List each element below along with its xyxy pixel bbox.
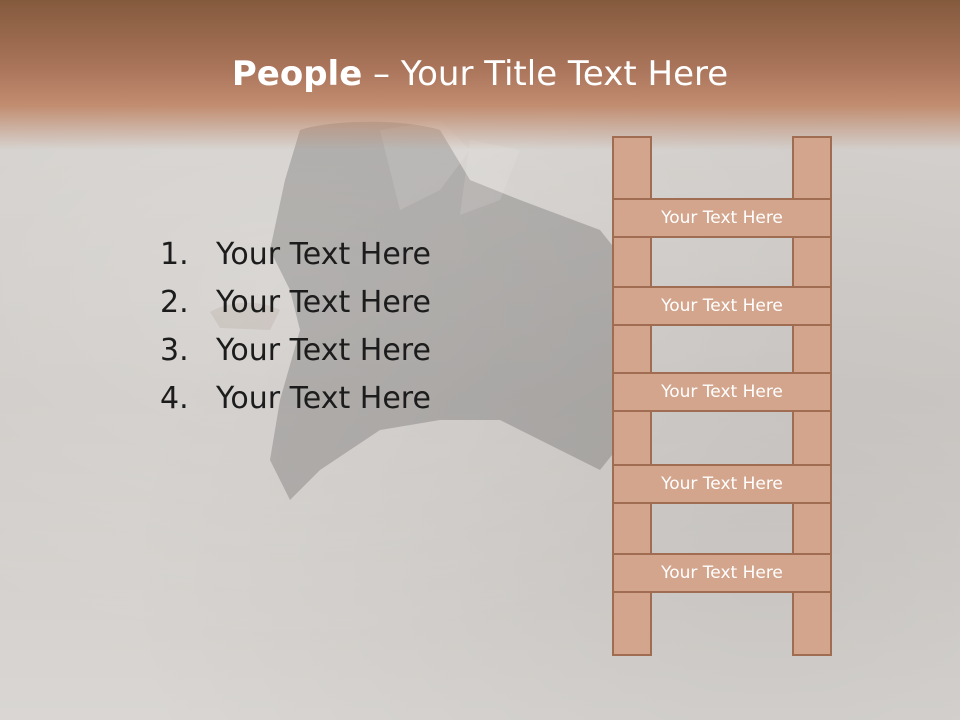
list-item-text: Your Text Here <box>216 285 431 320</box>
list-item: 4. Your Text Here <box>160 378 431 426</box>
list-item-number: 2. <box>160 285 189 320</box>
list-item-number: 3. <box>160 333 189 368</box>
list-item: 3. Your Text Here <box>160 330 431 378</box>
ladder-rung-3: Your Text Here <box>612 372 832 412</box>
list-item: 2. Your Text Here <box>160 282 431 330</box>
numbered-list: 1. Your Text Here 2. Your Text Here 3. Y… <box>160 234 431 426</box>
slide-title: People – Your Title Text Here <box>0 52 960 96</box>
title-bar <box>0 0 960 150</box>
list-item-number: 1. <box>160 237 189 272</box>
list-item-number: 4. <box>160 381 189 416</box>
list-item-text: Your Text Here <box>216 333 431 368</box>
ladder-rung-5: Your Text Here <box>612 553 832 593</box>
list-item: 1. Your Text Here <box>160 234 431 282</box>
slide-title-rest: – Your Title Text Here <box>362 54 729 94</box>
ladder-rung-1: Your Text Here <box>612 198 832 238</box>
ladder-rung-2: Your Text Here <box>612 286 832 326</box>
slide-title-bold: People <box>231 54 363 94</box>
list-item-text: Your Text Here <box>216 381 431 416</box>
list-item-text: Your Text Here <box>216 237 431 272</box>
ladder-rung-4: Your Text Here <box>612 464 832 504</box>
